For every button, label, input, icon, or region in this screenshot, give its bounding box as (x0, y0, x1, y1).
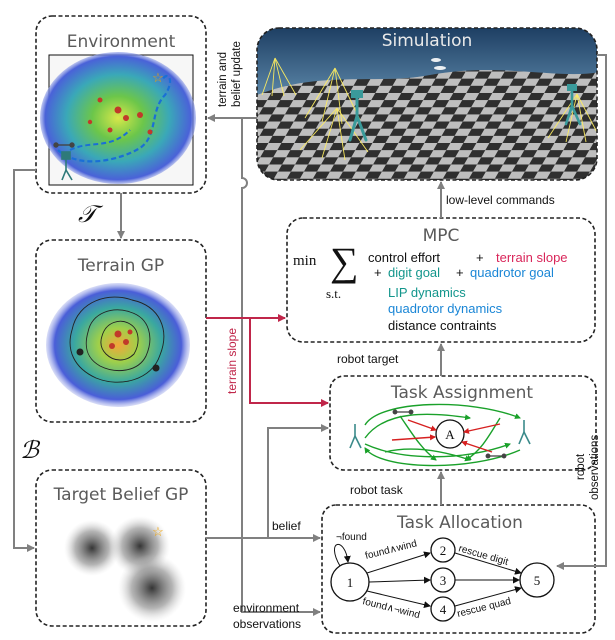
label-environment: environment (233, 601, 300, 615)
terrain-heatmap (46, 283, 190, 407)
simulated-robot-2 (564, 84, 582, 126)
belief-blob-1 (64, 520, 120, 576)
assignment-robot-icons (349, 420, 531, 449)
edge-label-not-found: ¬found (336, 532, 367, 543)
robot-path-2 (69, 129, 131, 151)
mpc-min: min (293, 253, 317, 269)
allocation-edges (334, 543, 522, 609)
mpc-title: MPC (423, 226, 460, 246)
label-terrain-and: terrain and (217, 52, 229, 107)
assignment-node (435, 419, 465, 449)
mpc-box: MPC min ∑ s.t. control effort + terrain … (286, 217, 596, 343)
target-star-icon: ☆ (152, 70, 164, 85)
label-robot-target: robot target (337, 352, 399, 366)
mpc-sum: ∑ (330, 239, 359, 284)
mpc-terrain-slope: terrain slope (496, 250, 568, 265)
simulated-robot-1 (348, 90, 368, 142)
task-assignment-title: Task Assignment (390, 383, 534, 403)
mpc-quadrotor-goal: quadrotor goal (470, 265, 554, 280)
mpc-lip-dynamics: LIP dynamics (388, 285, 466, 300)
assignment-node-label: A (445, 427, 455, 442)
checkerboard-terrain (257, 70, 597, 180)
terrain-hazards (109, 329, 133, 349)
mpc-control-effort: control effort (368, 250, 440, 265)
task-allocation-box: Task Allocation 1 2 3 4 5 ¬found found∧w… (321, 504, 596, 634)
mpc-distance-constraints: distance contraints (388, 318, 497, 333)
mpc-plus-2: + (374, 265, 382, 280)
allocation-node-5: 5 (534, 573, 541, 588)
label-belief: belief (272, 519, 301, 533)
allocation-node-1: 1 (347, 575, 354, 590)
simulation-title: Simulation (382, 31, 473, 51)
label-robot: robot (575, 453, 587, 480)
terrain-markers (76, 348, 160, 372)
assignment-drone-icons (392, 409, 507, 459)
robot-path (57, 74, 172, 163)
mpc-digit-goal: digit goal (388, 265, 440, 280)
target-belief-gp-title: Target Belief GP (53, 485, 189, 505)
environment-heatmap (40, 52, 196, 184)
target-star-icon-2: ☆ (152, 524, 164, 539)
arrow-belief-to-assign (206, 424, 329, 539)
mpc-plus-3: + (456, 265, 464, 280)
allocation-node-2: 2 (440, 543, 447, 558)
assignment-red-edges (391, 419, 501, 453)
terrain-gp-box: Terrain GP (35, 239, 207, 423)
arrow-sim-to-alloc (556, 54, 607, 570)
environment-box: Environment ☆ (35, 15, 207, 194)
arrow-terrain-to-assign (249, 318, 329, 407)
mpc-plus-1: + (476, 250, 484, 265)
robot-icon (61, 151, 73, 181)
terrain-gp-title: Terrain GP (77, 256, 164, 276)
drone-icon (53, 142, 75, 148)
mpc-quadrotor-dynamics: quadrotor dynamics (388, 301, 503, 316)
terrain-transform-symbol: 𝒯 (78, 202, 104, 228)
belief-set-symbol: ℬ (20, 438, 41, 464)
task-allocation-title: Task Allocation (396, 513, 523, 533)
task-assignment-box: Task Assignment A (329, 375, 597, 471)
belief-blob-3 (118, 554, 186, 622)
label-belief-update: belief update (231, 41, 243, 107)
target-belief-gp-box: Target Belief GP ☆ (35, 469, 207, 627)
environment-hazards (87, 97, 153, 135)
label-environment-observations: observations (233, 617, 301, 631)
arrow-env-to-belief (13, 169, 36, 552)
allocation-node-3: 3 (440, 573, 447, 588)
label-robot-task: robot task (350, 483, 404, 497)
label-observations: observations (589, 435, 601, 500)
arrow-env-observations (241, 118, 321, 616)
terrain-contours (69, 296, 165, 383)
simulation-box: Simulation (256, 27, 598, 181)
assignment-green-edges (364, 403, 521, 467)
label-low-level-commands: low-level commands (446, 193, 555, 207)
mpc-st: s.t. (326, 286, 341, 301)
allocation-node-4: 4 (440, 602, 447, 617)
terrain-slope-arrows (206, 314, 329, 407)
flow-arrows (13, 54, 607, 616)
environment-title: Environment (67, 32, 176, 52)
label-terrain-slope: terrain slope (225, 328, 239, 394)
